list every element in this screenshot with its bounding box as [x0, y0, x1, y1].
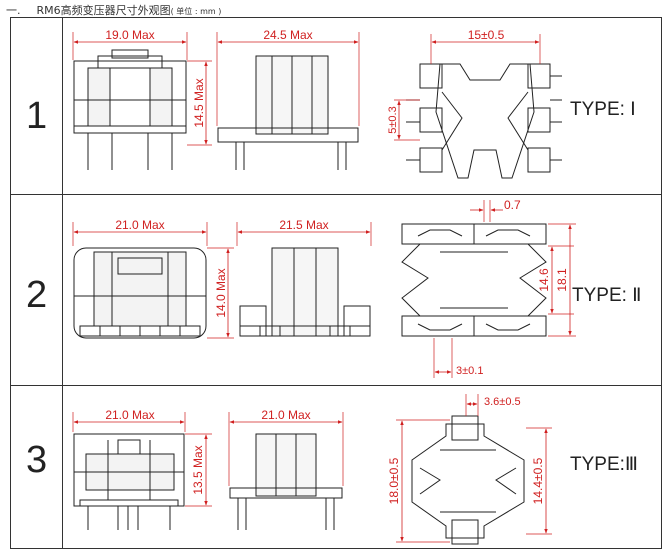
row3-inner-span-dim: 14.4±0.5 — [531, 457, 545, 504]
row1-side-width-dim: 24.5 Max — [263, 28, 312, 42]
row3-bottom-view — [411, 415, 525, 545]
row2-bottom-view — [401, 223, 547, 337]
row1-front-view — [73, 49, 187, 170]
row3-outer-span-dim: 18.0±0.5 — [387, 457, 401, 504]
row3-front-height-dim: 13.5 Max — [191, 445, 205, 494]
row1-pin-pitch-dim: 5±0.3 — [387, 106, 399, 133]
row3-type-label: TYPE:Ⅲ — [570, 454, 638, 475]
row1-front-width-dim: 19.0 Max — [105, 28, 154, 42]
row3-side-view — [229, 433, 343, 530]
row1-front-height-dim: 14.5 Max — [192, 78, 206, 127]
row3-pin-pitch-dim: 3.6±0.5 — [484, 396, 521, 408]
row-number-1: 1 — [26, 95, 47, 137]
row2-slot-dim: 0.7 — [504, 198, 521, 212]
row2-side-width-dim: 21.5 Max — [279, 218, 328, 232]
row3-front-view — [73, 433, 185, 530]
row-1: 19.0 Max 14.5 Max 24.5 Max — [72, 28, 636, 179]
table-grid — [10, 17, 662, 549]
page-heading: 一. RM6高频变压器尺寸外观图( 单位 : mm ) — [6, 2, 221, 18]
row1-type-label: TYPE: Ⅰ — [570, 99, 636, 120]
row1-side-view — [217, 55, 359, 170]
heading-title: RM6高频变压器尺寸外观图 — [36, 4, 171, 17]
row2-front-height-dim: 14.0 Max — [214, 268, 228, 317]
row-number-2: 2 — [26, 274, 47, 316]
row-2: 21.0 Max 14.0 Max 21.5 Max — [72, 198, 642, 378]
row1-pin-span-dim: 15±0.5 — [468, 28, 505, 42]
row1-bottom-view — [406, 63, 562, 179]
row3-side-width-dim: 21.0 Max — [261, 408, 310, 422]
heading-unit: ( 单位 : mm ) — [170, 7, 222, 16]
row2-front-view — [73, 247, 207, 339]
row3-front-width-dim: 21.0 Max — [105, 408, 154, 422]
row-number-3: 3 — [26, 439, 47, 481]
row2-side-view — [239, 247, 371, 337]
row2-type-label: TYPE: Ⅱ — [572, 285, 642, 306]
row2-front-width-dim: 21.0 Max — [115, 218, 164, 232]
heading-number: 一. — [6, 4, 21, 17]
row2-inner-span-dim: 14.6 — [537, 268, 551, 292]
row-3: 21.0 Max 13.5 Max 21.0 Max — [72, 394, 638, 545]
row2-outer-span-dim: 18.1 — [555, 268, 569, 292]
row2-pin-pitch-dim: 3±0.1 — [456, 365, 483, 377]
